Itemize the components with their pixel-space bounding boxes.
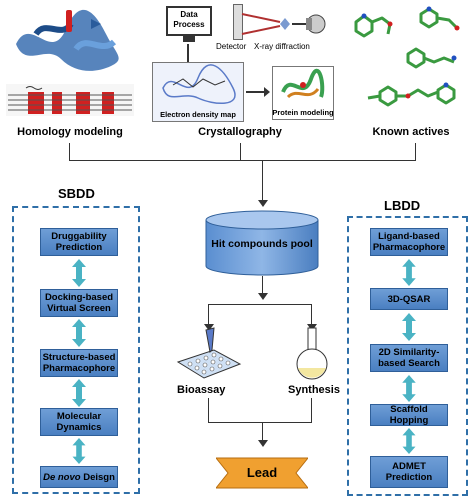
lbdd-step-2d-similarity[interactable]: 2D Similarity-based Search [370, 344, 448, 372]
flask-icon [296, 327, 328, 380]
double-arrow-icon [402, 375, 416, 402]
lead-banner-shape [216, 457, 308, 489]
arrowhead-down-icon [258, 293, 268, 300]
protein-structure-image [16, 9, 119, 71]
de-novo-italic: De novo [43, 471, 81, 483]
sbdd-step-molecular-dynamics[interactable]: Molecular Dynamics [40, 408, 118, 436]
connector-line [208, 304, 209, 326]
connector-line [69, 160, 416, 161]
detector-label: Detector [216, 42, 247, 51]
monitor-stand [183, 36, 195, 42]
sbdd-panel [12, 206, 140, 494]
sbdd-step-label: Structure-based Pharmacophore [42, 352, 116, 374]
lbdd-step-scaffold-hopping[interactable]: Scaffold Hopping [370, 404, 448, 426]
synthesis-label: Synthesis [288, 384, 340, 396]
connector-line [415, 143, 416, 160]
lbdd-step-label: 3D-QSAR [387, 293, 431, 305]
lbdd-step-label: 2D Similarity-based Search [378, 347, 440, 369]
double-arrow-icon [72, 438, 86, 464]
arrow-right-icon [246, 91, 266, 93]
connector-line [262, 160, 263, 202]
lbdd-step-label: Ligand-based Pharmacophore [372, 231, 446, 253]
sbdd-step-label: Molecular Dynamics [56, 411, 102, 433]
sbdd-step-docking[interactable]: Docking-based Virtual Screen [40, 289, 118, 317]
bioassay-label: Bioassay [177, 384, 226, 396]
connector-line [208, 422, 312, 423]
homology-modeling-label: Homology modeling [17, 126, 123, 138]
edm-box [152, 62, 244, 122]
arrowhead-down-icon [258, 440, 268, 447]
hit-compounds-pool-label: Hit compounds pool [211, 238, 313, 250]
bioassay-plate-icon [176, 327, 242, 379]
connector-line [311, 398, 312, 422]
xray-diffraction-label: X-ray diffraction [254, 42, 310, 51]
connector-line [208, 304, 312, 305]
protein-model-box [272, 66, 334, 120]
computer-monitor-icon: Data Process [166, 6, 212, 36]
lbdd-panel [347, 216, 468, 496]
double-arrow-icon [72, 259, 86, 287]
double-arrow-icon [402, 259, 416, 286]
sbdd-step-label: Druggability Prediction [51, 231, 107, 253]
database-cylinder-icon [205, 210, 319, 276]
lbdd-step-label: ADMET Prediction [385, 461, 433, 483]
lead-label: Lead [246, 465, 278, 480]
edm-label: Electron density map [160, 110, 236, 119]
sbdd-step-druggability[interactable]: Druggability Prediction [40, 228, 118, 256]
lbdd-title: LBDD [384, 198, 421, 213]
sbdd-title: SBDD [58, 186, 95, 201]
double-arrow-icon [402, 428, 416, 454]
sbdd-step-label: Docking-based Virtual Screen [44, 292, 114, 314]
electron-density-image [162, 64, 236, 105]
double-arrow-icon [72, 379, 86, 407]
double-arrow-icon [72, 319, 86, 347]
lbdd-step-3d-qsar[interactable]: 3D-QSAR [370, 288, 448, 310]
known-actives-label: Known actives [372, 126, 450, 138]
crystallography-label: Crystallography [198, 126, 282, 138]
arrow-down-icon [187, 44, 189, 62]
connector-line [208, 398, 209, 422]
sbdd-step-de-novo[interactable]: De novo Deisgn [40, 466, 118, 488]
connector-line [240, 143, 241, 160]
detector-plate [233, 4, 243, 40]
protein-modeling-label: Protein modeling [272, 108, 334, 117]
arrowhead-right-icon [264, 87, 270, 97]
sequence-alignment-image [6, 84, 134, 116]
xray-beam-icon [241, 13, 326, 35]
connector-line [262, 276, 263, 296]
double-arrow-icon [402, 313, 416, 341]
connector-line [69, 143, 70, 160]
connector-line [262, 422, 263, 442]
lbdd-step-ligand-pharmacophore[interactable]: Ligand-based Pharmacophore [370, 228, 448, 256]
arrowhead-down-icon [258, 200, 268, 207]
data-process-label: Data Process [173, 10, 205, 29]
design-label: Deisgn [80, 471, 115, 483]
lbdd-step-admet[interactable]: ADMET Prediction [370, 456, 448, 488]
arrowhead-down-icon [204, 324, 214, 331]
connector-line [311, 304, 312, 326]
lbdd-step-label: Scaffold Hopping [389, 404, 429, 426]
known-actives-molecules-image [354, 6, 460, 107]
protein-model-image [281, 68, 325, 99]
sbdd-step-structure-pharmacophore[interactable]: Structure-based Pharmacophore [40, 349, 118, 377]
